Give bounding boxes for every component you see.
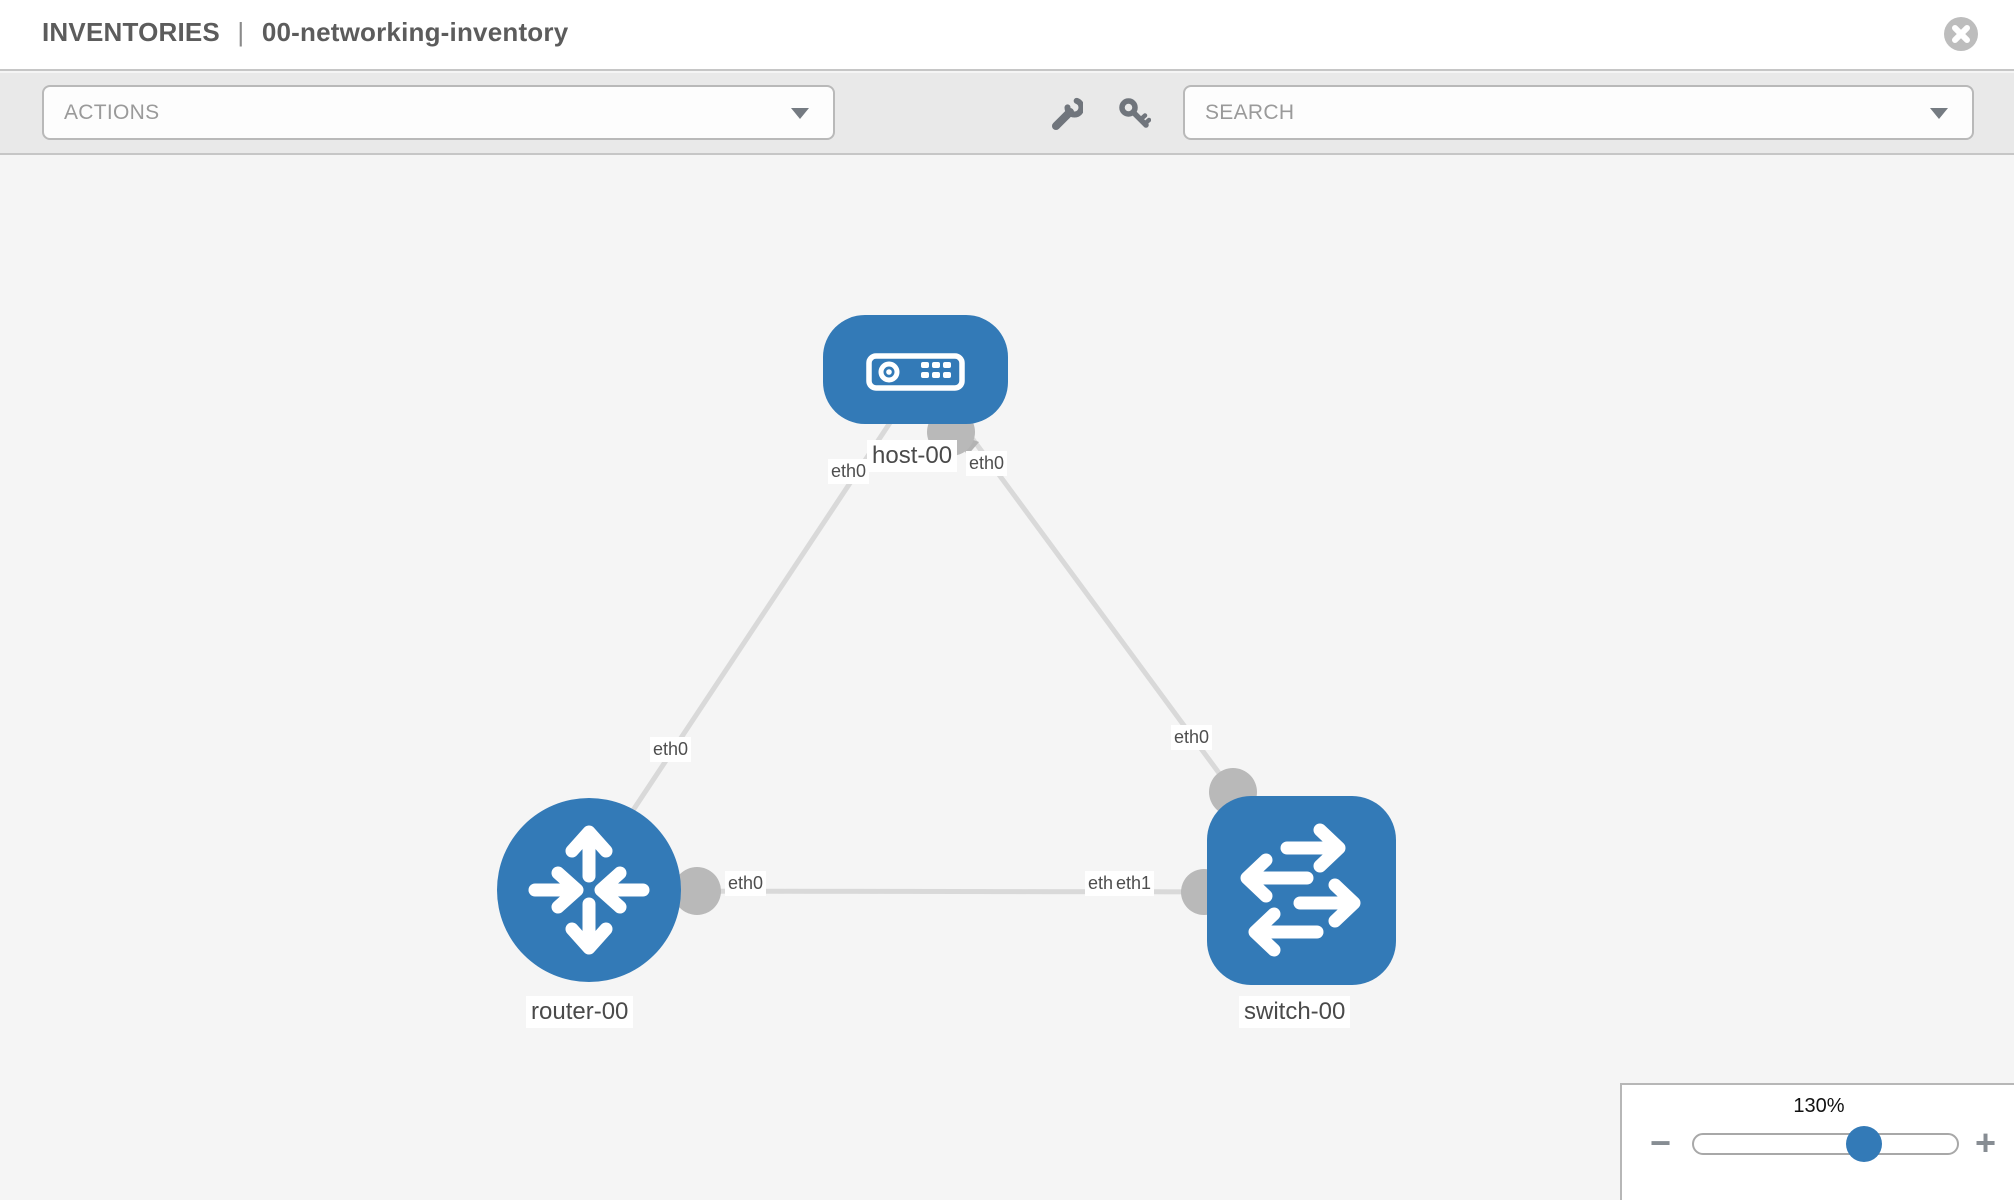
zoom-slider-track[interactable] xyxy=(1692,1133,1959,1155)
interface-label: eth0 xyxy=(725,871,767,896)
zoom-level-value: 130% xyxy=(1793,1095,1845,1117)
node-switch-00[interactable] xyxy=(1207,796,1396,985)
zoom-slider-thumb[interactable] xyxy=(1846,1126,1882,1162)
node-label-host: host-00 xyxy=(867,440,958,472)
actions-dropdown[interactable]: ACTIONS xyxy=(42,85,835,140)
chevron-down-icon xyxy=(1930,107,1948,119)
wrench-icon[interactable] xyxy=(1049,97,1085,131)
key-icon[interactable] xyxy=(1117,97,1152,131)
zoom-in-button[interactable]: + xyxy=(1975,1122,1997,1163)
page-title: INVENTORIES | 00-networking-inventory xyxy=(42,17,568,48)
close-icon[interactable] xyxy=(1944,17,1978,51)
page-title-prefix: INVENTORIES xyxy=(42,17,220,47)
interface-label: eth0 xyxy=(650,737,692,762)
page-title-separator: | xyxy=(237,17,245,47)
zoom-control-panel: 130% − + xyxy=(1620,1083,2014,1200)
port-router-eth0 xyxy=(673,867,721,915)
interface-label: eth1 xyxy=(1113,871,1155,896)
switch-icon xyxy=(1240,823,1361,957)
node-router-00[interactable] xyxy=(497,798,681,982)
router-icon xyxy=(528,825,650,955)
page-title-inventory-name: 00-networking-inventory xyxy=(261,17,569,47)
host-icon xyxy=(866,353,965,391)
title-bar: INVENTORIES | 00-networking-inventory xyxy=(0,0,2014,71)
search-dropdown[interactable]: SEARCH xyxy=(1183,85,1974,140)
node-host-00[interactable] xyxy=(823,315,1008,424)
interface-label: eth0 xyxy=(828,459,870,484)
toolbar: ACTIONS SEARCH xyxy=(0,73,2014,155)
node-label-switch: switch-00 xyxy=(1239,996,1351,1028)
topology-canvas[interactable]: eth0 eth0 eth0 eth0 eth0 eth0 eth1 host-… xyxy=(0,155,2014,1200)
node-label-router: router-00 xyxy=(526,996,634,1028)
zoom-out-button[interactable]: − xyxy=(1650,1122,1672,1163)
actions-dropdown-label: ACTIONS xyxy=(64,100,160,124)
interface-label: eth0 xyxy=(966,451,1008,476)
search-dropdown-label: SEARCH xyxy=(1205,100,1295,124)
interface-label: eth0 xyxy=(1171,725,1213,750)
chevron-down-icon xyxy=(791,107,809,119)
